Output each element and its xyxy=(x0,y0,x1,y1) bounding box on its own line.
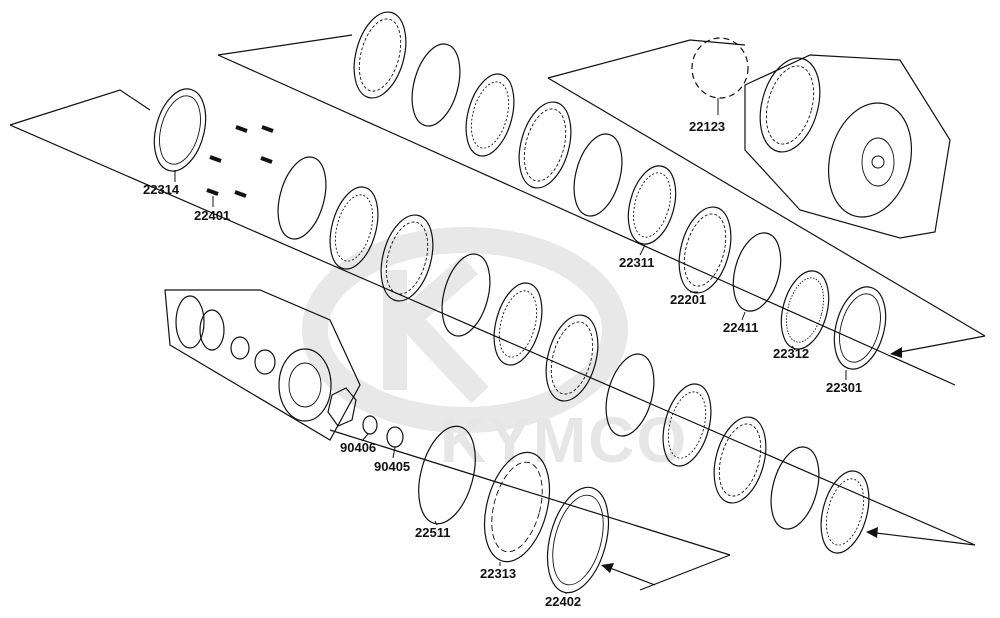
rollers-drawing xyxy=(691,37,749,99)
part-label-22313: 22313 xyxy=(480,566,516,581)
clutch-housing-drawing xyxy=(759,57,913,218)
plate-drawing xyxy=(732,232,782,312)
plate-drawing xyxy=(523,108,567,182)
part-label-90405: 90405 xyxy=(374,459,410,474)
plate-drawing xyxy=(780,270,830,350)
plate-drawing xyxy=(678,206,732,294)
part-label-22314: 22314 xyxy=(143,182,180,197)
plate-drawing xyxy=(573,133,623,217)
top-plate-row xyxy=(353,11,887,370)
part-label-22301: 22301 xyxy=(826,380,862,395)
part-label-22511: 22511 xyxy=(415,525,450,540)
leader-lines xyxy=(174,98,847,594)
part-label-22312: 22312 xyxy=(773,346,809,361)
plate-drawing xyxy=(358,18,402,92)
plate-drawing xyxy=(411,43,461,127)
plate-drawing xyxy=(353,11,407,99)
part-labels: 22123 22314 22401 22311 22201 22411 2231… xyxy=(143,119,862,609)
plate-drawing xyxy=(633,172,671,238)
plate-drawing xyxy=(833,286,887,370)
plate-drawing xyxy=(465,73,515,157)
part-label-22402: 22402 xyxy=(545,594,581,609)
plate-drawing xyxy=(470,81,510,149)
plate-drawing xyxy=(683,213,727,287)
pins-drawing xyxy=(206,125,274,198)
hub-assembly-drawing xyxy=(175,295,404,448)
part-label-90406: 90406 xyxy=(340,440,376,455)
left-parts xyxy=(153,88,274,198)
part-label-22123: 22123 xyxy=(689,119,725,134)
plate-drawing xyxy=(518,101,572,189)
part-label-22311: 22311 xyxy=(619,255,654,270)
middle-plate-row xyxy=(277,156,870,554)
plate-drawing xyxy=(786,277,824,343)
group-outlines xyxy=(9,34,986,591)
watermark-brand: KYMCO xyxy=(440,404,688,476)
bottom-rings xyxy=(418,425,610,594)
part-label-22411: 22411 xyxy=(723,320,758,335)
plate-drawing xyxy=(839,293,881,363)
part-label-22201: 22201 xyxy=(670,292,706,307)
part-label-22401: 22401 xyxy=(194,208,230,223)
plate-drawing xyxy=(627,165,677,245)
